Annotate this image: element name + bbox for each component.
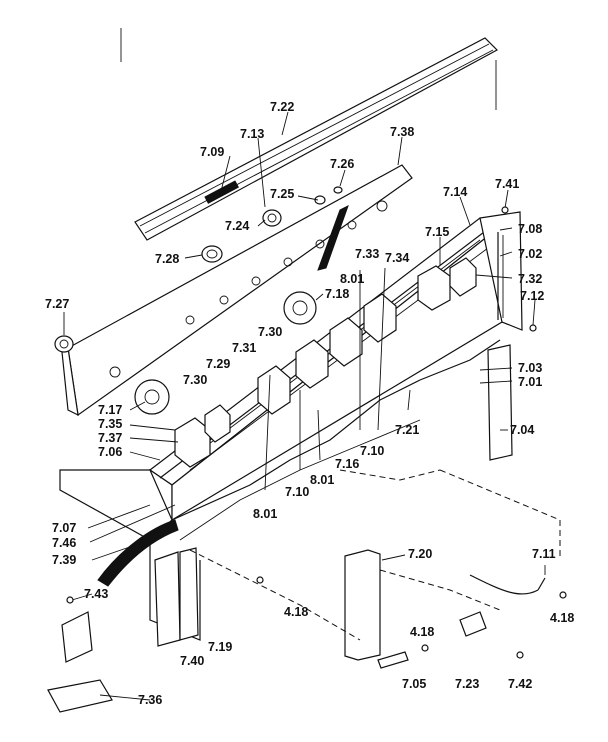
label-7-03: 7.03 (518, 361, 542, 375)
top-cover-strip (134, 37, 498, 241)
label-7-41: 7.41 (495, 177, 519, 191)
label-4-18-left: 4.18 (284, 605, 308, 619)
label-7-07: 7.07 (52, 521, 76, 535)
control-panel-plate (61, 164, 413, 417)
relay-modules (174, 257, 477, 468)
lamp-7-25 (314, 186, 343, 205)
label-8-01-mid: 8.01 (310, 473, 334, 487)
label-7-16: 7.16 (335, 457, 359, 471)
label-7-01: 7.01 (518, 375, 542, 389)
label-7-30-lower: 7.30 (183, 373, 207, 387)
label-7-08: 7.08 (518, 222, 542, 236)
label-7-10-right: 7.10 (360, 444, 384, 458)
label-7-18: 7.18 (325, 287, 349, 301)
dial-7-18 (283, 291, 317, 325)
leg-7-40 (154, 547, 199, 647)
registration-marks (120, 28, 497, 110)
label-7-30-upper: 7.30 (258, 325, 282, 339)
support-7-20 (344, 549, 381, 661)
label-7-23: 7.23 (455, 677, 479, 691)
label-7-19: 7.19 (208, 640, 232, 654)
label-7-35: 7.35 (98, 417, 122, 431)
label-7-36: 7.36 (138, 693, 162, 707)
label-7-28: 7.28 (155, 252, 179, 266)
label-7-14: 7.14 (443, 185, 467, 199)
label-7-37: 7.37 (98, 431, 122, 445)
label-7-22: 7.22 (270, 100, 294, 114)
label-7-25: 7.25 (270, 187, 294, 201)
part-labels: 7.22 7.09 7.13 7.38 7.26 7.25 7.24 7.14 … (45, 100, 574, 707)
label-4-18-mid: 4.18 (410, 625, 434, 639)
label-7-09: 7.09 (200, 145, 224, 159)
bracket-7-43 (61, 611, 93, 663)
label-7-34: 7.34 (385, 251, 409, 265)
label-7-24: 7.24 (225, 219, 249, 233)
label-7-06: 7.06 (98, 445, 122, 459)
label-7-10-left: 7.10 (285, 485, 309, 499)
label-7-43: 7.43 (84, 587, 108, 601)
wiring-dashed (189, 469, 561, 641)
label-7-13: 7.13 (240, 127, 264, 141)
label-7-12: 7.12 (520, 289, 544, 303)
label-7-04: 7.04 (510, 423, 534, 437)
bracket-7-36 (47, 679, 113, 713)
label-7-31: 7.31 (232, 341, 256, 355)
label-7-38: 7.38 (390, 125, 414, 139)
knob-7-28 (201, 245, 223, 263)
label-8-01-top: 8.01 (340, 272, 364, 286)
switch-7-23 (459, 611, 487, 637)
label-7-40: 7.40 (180, 654, 204, 668)
leg-7-04 (487, 344, 513, 461)
label-7-20: 7.20 (408, 547, 432, 561)
knob-7-24 (262, 209, 282, 227)
label-7-17: 7.17 (98, 403, 122, 417)
label-7-46: 7.46 (52, 536, 76, 550)
knob-7-27 (54, 335, 74, 353)
label-7-42: 7.42 (508, 677, 532, 691)
label-7-21: 7.21 (395, 423, 419, 437)
cable-swoosh (97, 519, 546, 595)
plate-7-05 (377, 651, 409, 669)
label-8-01-low: 8.01 (253, 507, 277, 521)
label-7-15: 7.15 (425, 225, 449, 239)
label-7-26: 7.26 (330, 157, 354, 171)
label-7-11: 7.11 (532, 547, 556, 561)
slot-handle (204, 180, 239, 204)
leader-lines (63, 111, 546, 701)
label-7-33: 7.33 (355, 247, 379, 261)
dial-7-17 (134, 379, 170, 415)
label-7-29: 7.29 (206, 357, 230, 371)
label-7-32: 7.32 (518, 272, 542, 286)
label-4-18-right: 4.18 (550, 611, 574, 625)
screws (66, 206, 567, 659)
label-7-05: 7.05 (402, 677, 426, 691)
label-7-39: 7.39 (52, 553, 76, 567)
label-7-27: 7.27 (45, 297, 69, 311)
label-7-02: 7.02 (518, 247, 542, 261)
